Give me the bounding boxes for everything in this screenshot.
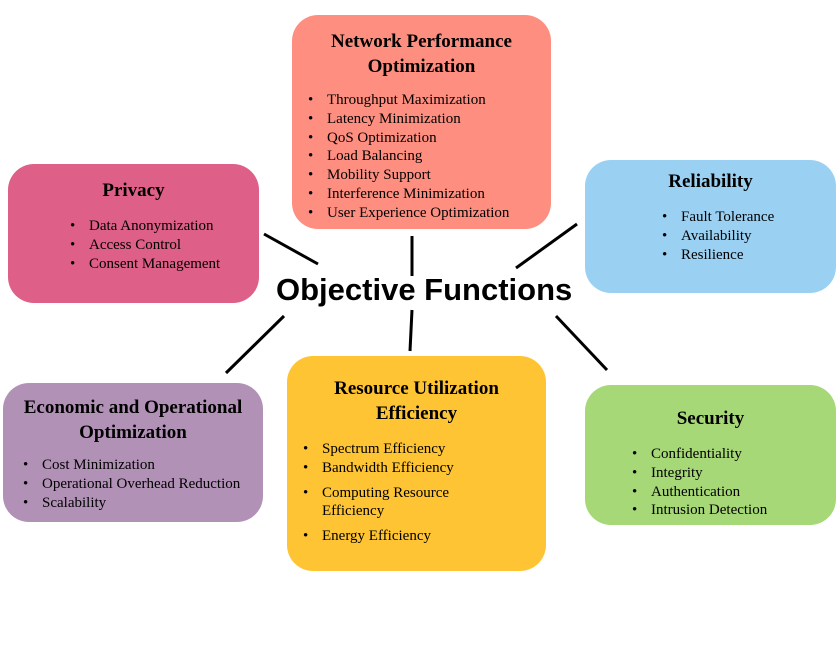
connector-reliability bbox=[515, 222, 578, 270]
list-item: Cost Minimization bbox=[23, 456, 263, 475]
security-title: Security bbox=[676, 408, 745, 429]
center-title: Objective Functions bbox=[276, 272, 573, 307]
list-item: Energy Efficiency bbox=[303, 527, 546, 546]
list-item: Integrity bbox=[632, 464, 836, 483]
network-performance-box: Network Performance Optimization Through… bbox=[292, 15, 551, 229]
list-item: Data Anonymization bbox=[70, 217, 259, 236]
list-item: Resilience bbox=[662, 246, 836, 265]
list-item: Latency Minimization bbox=[308, 110, 551, 129]
security-list: Confidentiality Integrity Authentication… bbox=[632, 445, 836, 520]
list-item: Authentication bbox=[632, 483, 836, 502]
resource-utilization-title: Resource Utilization Efficiency bbox=[287, 376, 546, 426]
list-item-continuation: Efficiency bbox=[322, 503, 385, 520]
list-item: Throughput Maximization bbox=[308, 91, 551, 110]
network-title-line1: Network Performance bbox=[331, 31, 512, 52]
connector-resource bbox=[408, 309, 414, 352]
resource-title-line1: Resource Utilization bbox=[334, 378, 499, 399]
reliability-box: Reliability Fault Tolerance Availability… bbox=[585, 160, 836, 293]
list-item: Computing Resource bbox=[303, 484, 546, 503]
resource-utilization-box: Resource Utilization Efficiency Spectrum… bbox=[287, 356, 546, 571]
list-item: Spectrum Efficiency bbox=[303, 440, 546, 459]
economic-operational-box: Economic and Operational Optimization Co… bbox=[3, 383, 263, 522]
list-item: Mobility Support bbox=[308, 166, 551, 185]
list-item: Consent Management bbox=[70, 255, 259, 274]
reliability-list: Fault Tolerance Availability Resilience bbox=[662, 208, 836, 264]
security-box: Security Confidentiality Integrity Authe… bbox=[585, 385, 836, 525]
list-item: Intrusion Detection bbox=[632, 501, 836, 520]
list-item: Access Control bbox=[70, 236, 259, 255]
list-item: Availability bbox=[662, 227, 836, 246]
list-item: Scalability bbox=[23, 494, 263, 513]
connector-privacy bbox=[263, 232, 319, 266]
list-item: User Experience Optimization bbox=[308, 204, 551, 223]
network-performance-title: Network Performance Optimization bbox=[292, 29, 551, 79]
resource-title-line2: Efficiency bbox=[375, 403, 458, 424]
list-item: Confidentiality bbox=[632, 445, 836, 464]
network-performance-list: Throughput Maximization Latency Minimiza… bbox=[308, 91, 551, 223]
reliability-title: Reliability bbox=[668, 171, 753, 192]
list-item: QoS Optimization bbox=[308, 129, 551, 148]
economic-title-line2: Optimization bbox=[79, 422, 187, 443]
economic-operational-list: Cost Minimization Operational Overhead R… bbox=[23, 456, 263, 512]
list-item: Fault Tolerance bbox=[662, 208, 836, 227]
privacy-box: Privacy Data Anonymization Access Contro… bbox=[8, 164, 259, 303]
list-item: Operational Overhead Reduction bbox=[23, 475, 263, 494]
connector-economic bbox=[224, 314, 286, 375]
list-item: Load Balancing bbox=[308, 147, 551, 166]
list-item: Interference Minimization bbox=[308, 185, 551, 204]
resource-utilization-list: Spectrum Efficiency Bandwidth Efficiency… bbox=[303, 440, 546, 546]
list-item: Bandwidth Efficiency bbox=[303, 459, 546, 478]
privacy-list: Data Anonymization Access Control Consen… bbox=[70, 217, 259, 273]
connector-security bbox=[554, 314, 609, 372]
privacy-title: Privacy bbox=[102, 180, 165, 201]
economic-title-line1: Economic and Operational bbox=[23, 397, 243, 418]
economic-operational-title: Economic and Operational Optimization bbox=[3, 395, 263, 445]
network-title-line2: Optimization bbox=[367, 56, 476, 77]
